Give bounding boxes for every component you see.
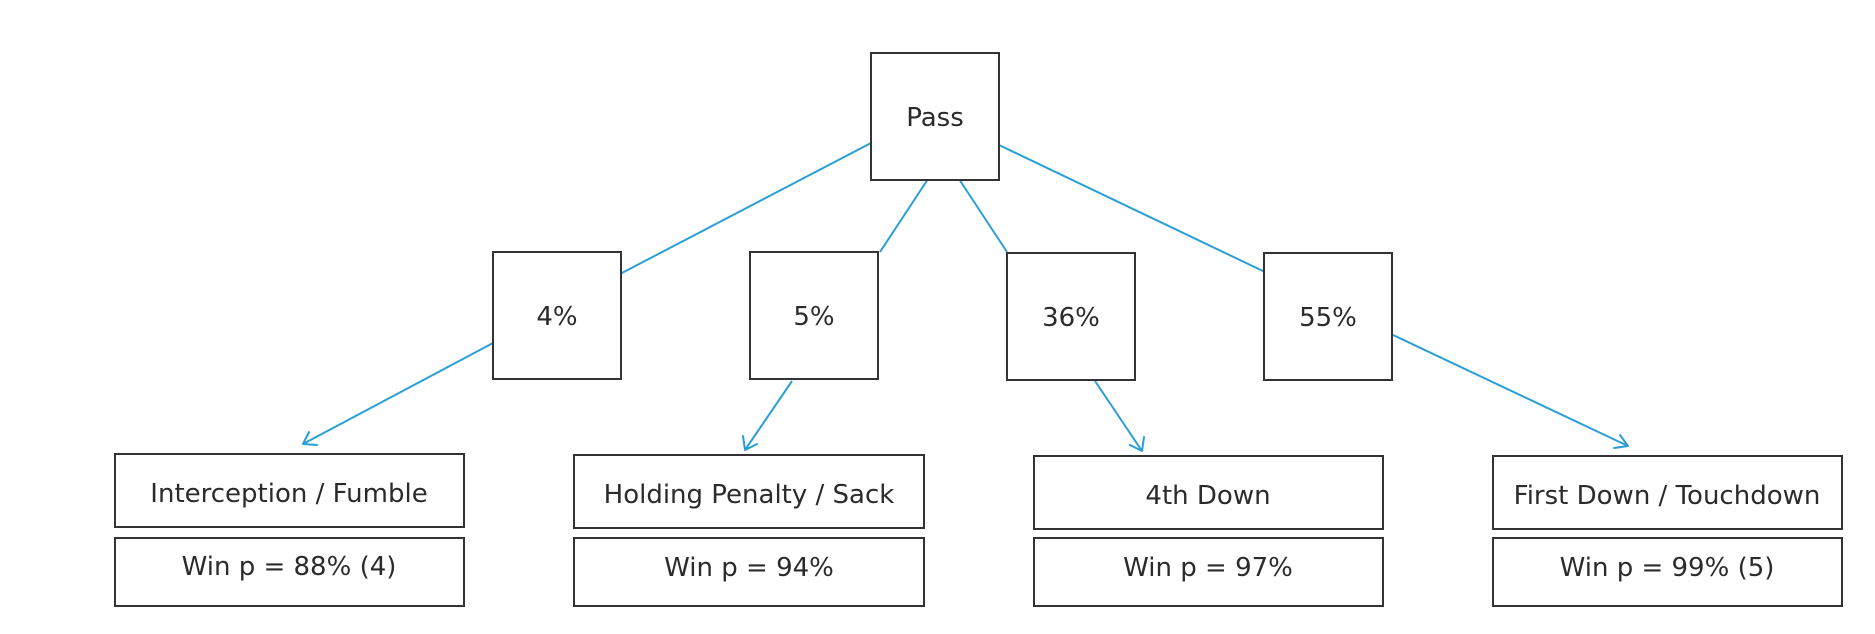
root-node-label: Pass (906, 103, 964, 133)
outcome-node-4-box (1492, 455, 1843, 530)
outcome-node-1-box (114, 453, 465, 528)
win-prob-node-2: Win p = 94% (573, 537, 925, 607)
root-connectors (619, 142, 1266, 275)
probability-node-1-box (492, 251, 622, 380)
outcome-arrows (302, 334, 1629, 452)
outcome-node-3: 4th Down (1033, 455, 1384, 530)
probability-node-2-box (749, 251, 879, 380)
outcome-node-1: Interception / Fumble (114, 453, 465, 528)
root-node-pass: Pass (870, 52, 1000, 181)
probability-node-4-label: 55% (1299, 303, 1357, 333)
arrow-branch-1-head (302, 431, 318, 446)
probability-node-3-box (1006, 252, 1136, 381)
arrow-branch-2-line (744, 380, 793, 451)
win-prob-node-3-box (1033, 537, 1384, 607)
probability-node-1-label: 4% (536, 302, 577, 332)
outcome-node-3-box (1033, 455, 1384, 530)
arrow-branch-2-head (742, 435, 758, 451)
outcome-node-4-label: First Down / Touchdown (1514, 481, 1821, 511)
connector-root-to-branch-3 (958, 178, 1008, 253)
win-prob-node-4-label: Win p = 99% (5) (1560, 553, 1775, 583)
probability-node-2: 5% (749, 251, 879, 380)
win-prob-node-1: Win p = 88% (4) (114, 537, 465, 607)
root-node-box (870, 52, 1000, 181)
probability-node-4-box (1263, 252, 1393, 381)
arrow-branch-3-head (1129, 436, 1145, 452)
outcome-node-4: First Down / Touchdown (1492, 455, 1843, 530)
win-prob-node-2-label: Win p = 94% (664, 553, 834, 583)
win-prob-node-3-label: Win p = 97% (1123, 553, 1293, 583)
outcome-node-2-box (573, 454, 925, 529)
win-prob-node-1-box (114, 537, 465, 607)
arrow-branch-4-head (1613, 434, 1629, 449)
probability-node-4: 55% (1263, 252, 1393, 381)
arrow-branch-4-line (1392, 334, 1629, 447)
arrow-branch-1-line (302, 342, 494, 445)
win-prob-node-3: Win p = 97% (1033, 537, 1384, 607)
win-prob-node-2-box (573, 537, 925, 607)
probability-node-3-label: 36% (1042, 303, 1100, 333)
win-prob-node-4-box (1492, 537, 1843, 607)
outcome-node-2-label: Holding Penalty / Sack (604, 480, 895, 510)
outcome-node-3-label: 4th Down (1145, 481, 1270, 511)
win-prob-node-4: Win p = 99% (5) (1492, 537, 1843, 607)
connector-root-to-branch-2 (879, 178, 929, 253)
win-prob-node-1-label: Win p = 88% (4) (182, 552, 397, 582)
connector-root-to-branch-4 (998, 144, 1266, 273)
probability-node-2-label: 5% (793, 302, 834, 332)
probability-node-1: 4% (492, 251, 622, 380)
outcome-node-1-label: Interception / Fumble (150, 479, 427, 509)
connector-root-to-branch-1 (619, 142, 872, 275)
outcome-node-2: Holding Penalty / Sack (573, 454, 925, 529)
probability-node-3: 36% (1006, 252, 1136, 381)
arrow-branch-3-line (1094, 380, 1143, 452)
